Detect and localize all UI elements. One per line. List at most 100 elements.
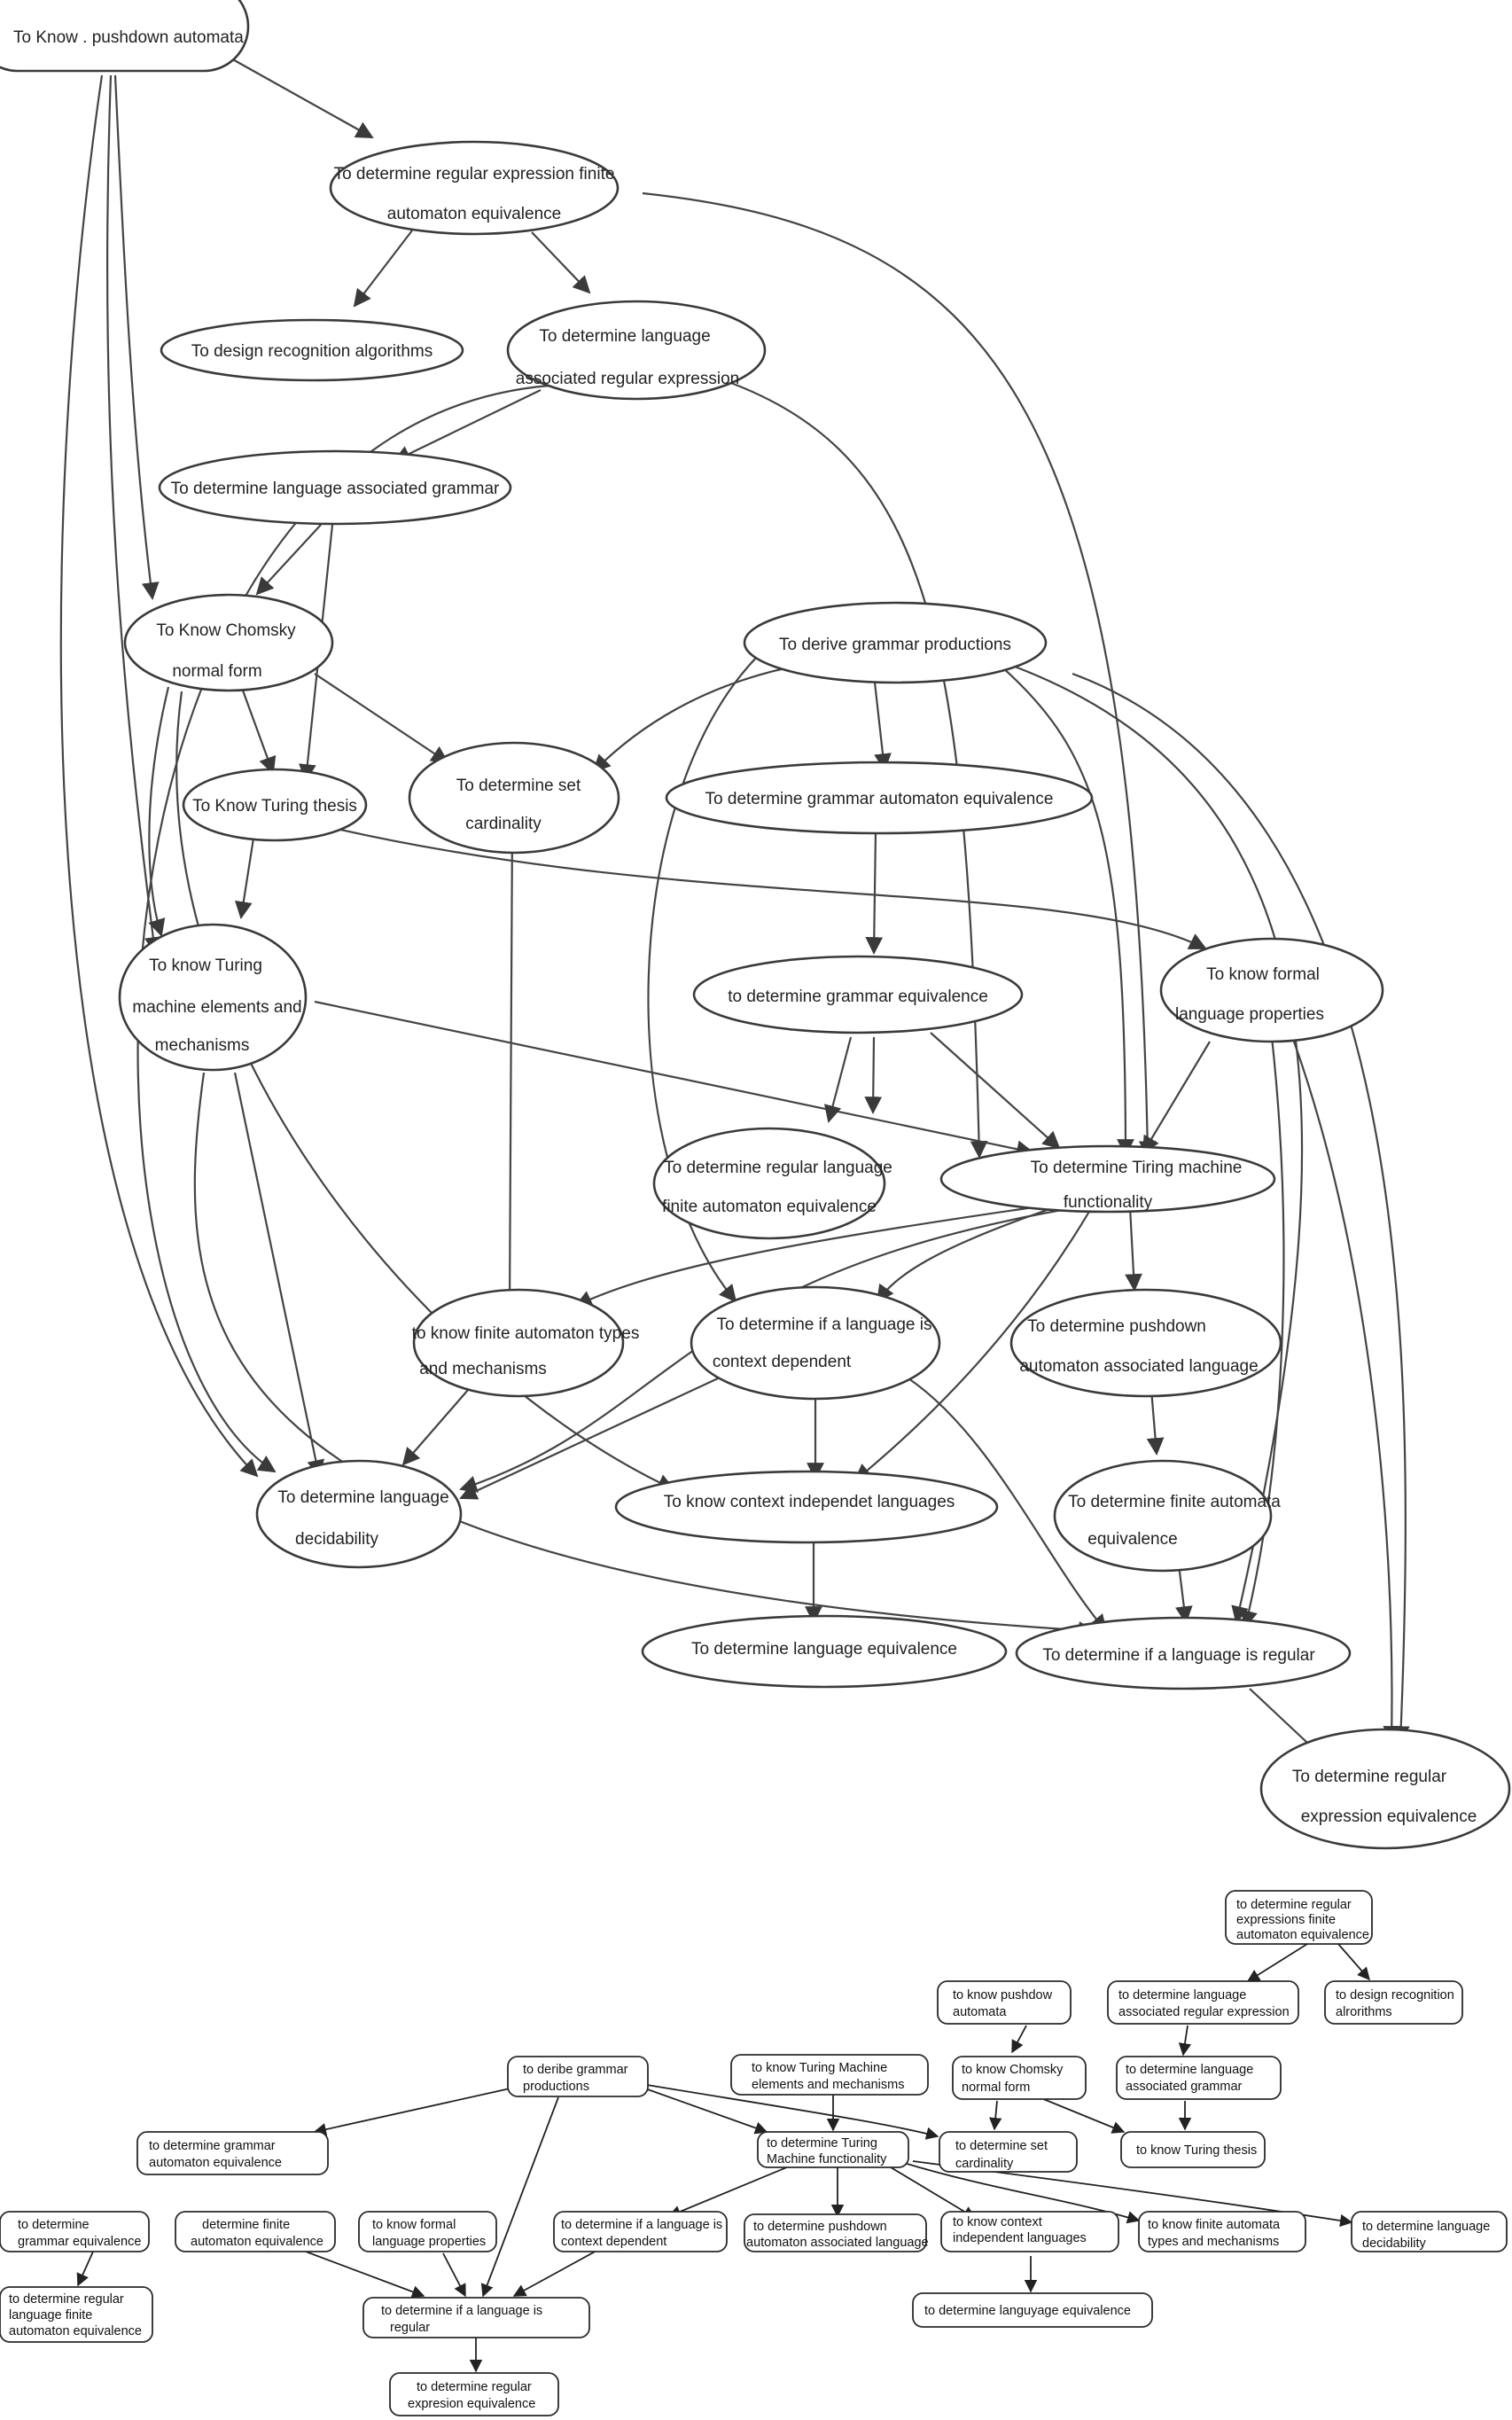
node-regex-fa-equivalence[interactable]: To determine regular expression finite a…: [329, 140, 620, 236]
node-is-regular[interactable]: To determine if a language is regular: [1015, 1616, 1352, 1690]
svg-text:to know finite automaton types: to know finite automaton types: [412, 1324, 640, 1343]
diagram2-nodes: to determine regular expressions finite …: [0, 1890, 1508, 2416]
svg-text:independent languages: independent languages: [953, 2231, 1087, 2245]
edge: [314, 673, 449, 764]
edge: [592, 665, 794, 773]
node-pushdown[interactable]: To Know . pushdown automata: [0, 0, 250, 73]
node-regex-equivalence[interactable]: To determine regular expression equivale…: [1259, 1728, 1511, 1850]
svg-text:to determine language: to determine language: [1362, 2220, 1490, 2234]
box-regex-fa-equivalence[interactable]: to determine regular expressions finite …: [1225, 1890, 1373, 1945]
edge: [442, 2252, 466, 2298]
box-grammar-equivalence[interactable]: to determine grammar equivalence: [0, 2211, 150, 2252]
svg-text:automaton equivalence: automaton equivalence: [9, 2324, 142, 2338]
node-set-cardinality[interactable]: To determine set cardinality: [408, 741, 620, 855]
node-formal-properties[interactable]: To know formal language properties: [1159, 937, 1384, 1043]
edge: [501, 824, 518, 1309]
box-decidability[interactable]: to determine language decidability: [1351, 2211, 1508, 2252]
edge: [401, 1389, 469, 1466]
box-pushdown[interactable]: to know pushdow automata: [937, 1980, 1072, 2025]
svg-text:to know Turing Machine: to know Turing Machine: [752, 2061, 887, 2075]
node-regular-language-fa[interactable]: To determine regular language finite aut…: [652, 1127, 892, 1240]
node-grammar-equivalence[interactable]: to determine grammar equivalence: [692, 955, 1024, 1034]
svg-text:To Know Turing thesis: To Know Turing thesis: [192, 797, 357, 816]
box-turing-functionality[interactable]: to determine Turing Machine functionalit…: [757, 2131, 909, 2168]
node-decidability[interactable]: To determine language decidability: [255, 1459, 463, 1569]
box-regular-language-fa[interactable]: to determine regular language finite aut…: [0, 2286, 153, 2343]
svg-text:associated regular expression: associated regular expression: [516, 370, 739, 388]
node-grammar-automaton[interactable]: To determine grammar automaton equivalen…: [665, 761, 1094, 835]
node-design-recognition[interactable]: To design recognition algorithms: [160, 318, 464, 382]
svg-text:normal form: normal form: [172, 662, 261, 681]
edge: [885, 2164, 977, 2219]
box-fa-types[interactable]: to know finite automata types and mechan…: [1138, 2211, 1306, 2252]
svg-text:To determine language equivale: To determine language equivalence: [691, 1640, 957, 1659]
edge: [1337, 1943, 1370, 1981]
edge: [876, 1206, 1056, 1303]
svg-text:To Know Chomsky: To Know Chomsky: [156, 621, 296, 640]
svg-text:associated regular expression: associated regular expression: [1118, 2005, 1290, 2019]
box-pda-language[interactable]: to determine pushdown automaton associat…: [744, 2213, 929, 2252]
edge: [1292, 1041, 1401, 1744]
node-context-independent[interactable]: To know context independet languages: [614, 1470, 999, 1544]
box-fa-equivalence[interactable]: determine finite automaton equivalence: [175, 2211, 336, 2252]
node-context-dependent[interactable]: To determine if a language is context de…: [690, 1285, 941, 1401]
box-design-recognition[interactable]: to design recognition alrorithms: [1324, 1980, 1463, 2025]
edge: [647, 655, 759, 1303]
box-formal-properties[interactable]: to know formal language properties: [358, 2211, 497, 2252]
svg-text:context dependent: context dependent: [561, 2235, 666, 2249]
box-context-independent[interactable]: to know context independent languages: [940, 2211, 1119, 2252]
svg-text:to know context: to know context: [953, 2215, 1042, 2229]
node-chomsky[interactable]: To Know Chomsky normal form: [123, 593, 334, 692]
box-chomsky[interactable]: to know Chomsky normal form: [952, 2056, 1087, 2100]
svg-text:to determine if a language is: to determine if a language is: [561, 2218, 722, 2232]
svg-text:To know context independet lan: To know context independet languages: [664, 1493, 955, 1511]
edge: [642, 191, 1157, 1159]
box-language-equivalence[interactable]: to determine languyage equivalence: [912, 2292, 1153, 2328]
box-is-regular[interactable]: to determine if a language is regular: [362, 2297, 590, 2338]
edge: [531, 231, 591, 294]
svg-text:machine elements and: machine elements and: [132, 998, 301, 1017]
svg-text:To Know . pushdown automata: To Know . pushdown automata: [13, 28, 244, 47]
edge: [908, 1378, 1108, 1633]
edge: [642, 2087, 768, 2135]
box-derive-grammar[interactable]: to deribe grammar productions: [507, 2056, 649, 2097]
box-turing-elements[interactable]: to know Turing Machine elements and mech…: [730, 2054, 929, 2096]
node-language-regex[interactable]: To determine language associated regular…: [506, 300, 767, 401]
node-fa-equivalence[interactable]: To determine finite automata equivalence: [1053, 1459, 1281, 1573]
box-turing-thesis[interactable]: to know Turing thesis: [1120, 2131, 1266, 2168]
box-language-grammar[interactable]: to determine language associated grammar: [1116, 2056, 1282, 2100]
node-derive-grammar[interactable]: To derive grammar productions: [743, 601, 1048, 684]
edge: [1174, 1564, 1193, 1624]
node-turing-functionality[interactable]: To determine Tiring machine functionalit…: [939, 1144, 1276, 1214]
svg-text:expression equivalence: expression equivalence: [1301, 1807, 1477, 1826]
edge: [233, 1072, 325, 1478]
svg-text:to determine grammar equivalen: to determine grammar equivalence: [728, 988, 988, 1006]
node-language-equivalence[interactable]: To determine language equivalence: [641, 1614, 1008, 1689]
node-turing-elements[interactable]: To know Turing machine elements and mech…: [118, 923, 308, 1072]
svg-text:to know formal: to know formal: [372, 2218, 456, 2232]
node-pda-language[interactable]: To determine pushdown automaton associat…: [1009, 1288, 1282, 1398]
edge: [336, 827, 1207, 949]
edge: [871, 666, 892, 771]
svg-text:automaton associated language: automaton associated language: [1019, 1357, 1258, 1376]
box-regex-equivalence[interactable]: to determine regular expresion equivalen…: [389, 2372, 559, 2416]
svg-text:to determine regular: to determine regular: [1236, 1898, 1352, 1912]
box-language-regex[interactable]: to determine language associated regular…: [1107, 1980, 1299, 2025]
svg-text:normal form: normal form: [962, 2080, 1030, 2095]
node-turing-thesis[interactable]: To Know Turing thesis: [182, 768, 368, 842]
svg-text:to design recognition: to design recognition: [1336, 1988, 1454, 2002]
box-context-dependent[interactable]: to determine if a language is context de…: [553, 2211, 728, 2252]
edge: [989, 2100, 1002, 2131]
svg-text:grammar equivalence: grammar equivalence: [18, 2235, 141, 2249]
svg-text:To determine grammar automaton: To determine grammar automaton equivalen…: [705, 790, 1054, 808]
svg-text:To determine if a language is: To determine if a language is regular: [1042, 1646, 1315, 1665]
svg-text:To determine if a language is: To determine if a language is: [717, 1315, 932, 1334]
box-grammar-automaton[interactable]: to determine grammar automaton equivalen…: [136, 2131, 329, 2175]
svg-text:to know Turing thesis: to know Turing thesis: [1136, 2143, 1257, 2158]
node-fa-types[interactable]: to know finite automaton types and mecha…: [412, 1288, 640, 1398]
node-language-grammar[interactable]: To determine language associated grammar: [158, 449, 512, 526]
svg-text:To derive grammar productions: To derive grammar productions: [779, 636, 1011, 654]
edge: [1178, 2025, 1192, 2057]
edge: [175, 691, 675, 1491]
box-set-cardinality[interactable]: to determine set cardinality: [939, 2131, 1078, 2173]
